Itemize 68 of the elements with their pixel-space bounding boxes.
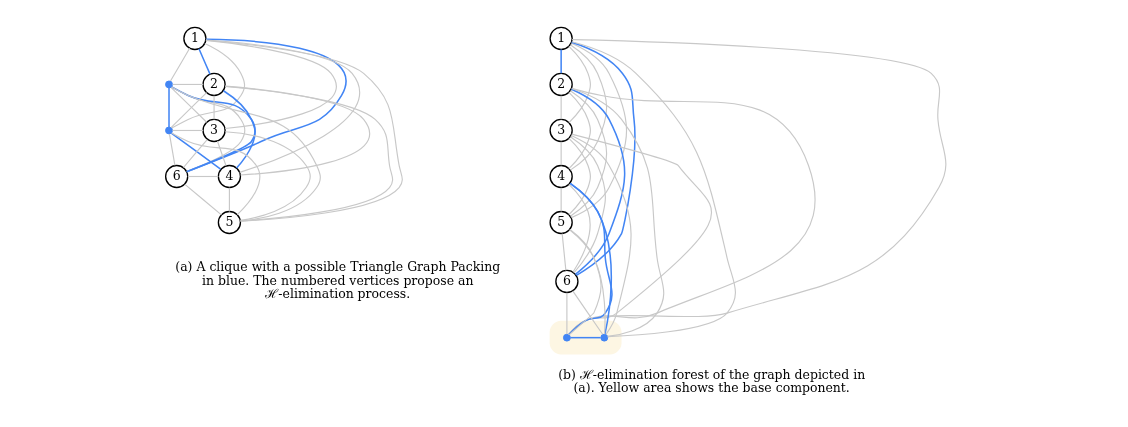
connector — [570, 88, 625, 276]
connector — [569, 90, 607, 217]
connector — [570, 41, 736, 338]
connector — [186, 175, 219, 178]
node-circle: 3 — [201, 118, 226, 143]
connector — [170, 132, 221, 170]
connector — [567, 137, 591, 216]
node-circle: 2 — [201, 72, 226, 97]
connector — [570, 134, 632, 335]
connector — [560, 95, 562, 120]
node-circle: 6 — [554, 269, 579, 294]
connector — [171, 129, 204, 132]
node-circle — [164, 126, 173, 135]
connector — [170, 132, 260, 216]
connector — [224, 131, 311, 221]
connector — [197, 48, 211, 75]
node-circle — [164, 80, 173, 89]
connector — [569, 44, 607, 171]
connector — [567, 39, 946, 336]
connector — [183, 183, 222, 216]
node-circle: 5 — [548, 210, 573, 235]
connector — [570, 87, 664, 337]
connector — [228, 187, 230, 212]
node-circle — [599, 333, 608, 342]
connector — [170, 86, 256, 169]
node-circle: 4 — [217, 164, 241, 189]
connector — [560, 187, 562, 212]
node-circle: 1 — [548, 26, 573, 51]
connector — [571, 290, 603, 335]
connector — [569, 136, 606, 274]
node-circle: 4 — [548, 164, 573, 189]
connector — [170, 42, 245, 129]
connector — [171, 83, 204, 86]
cluster — [549, 320, 622, 355]
node-circle: 3 — [548, 118, 573, 143]
node-circle: 6 — [164, 164, 188, 189]
connector — [182, 138, 208, 169]
connector — [561, 233, 566, 271]
connector — [567, 183, 591, 273]
node-circle: 2 — [548, 72, 573, 97]
label: (a) A clique with a possible Triangle Graph Packing in blue. The numbered vertices propose an ℋ-elimination process. — [174, 259, 500, 302]
connector — [570, 41, 636, 277]
connector — [213, 95, 215, 120]
connector — [204, 39, 360, 173]
connector — [567, 133, 712, 336]
connector — [170, 86, 321, 222]
connector — [204, 39, 403, 222]
connector — [567, 91, 591, 170]
connector — [170, 86, 207, 123]
connector — [216, 140, 227, 167]
connector — [569, 336, 601, 339]
connector — [168, 133, 175, 166]
connector — [169, 47, 190, 82]
connector — [570, 42, 627, 219]
node-circle — [562, 333, 571, 342]
connector — [565, 292, 567, 335]
connector — [559, 48, 562, 75]
connector — [567, 45, 591, 124]
connector — [185, 38, 347, 173]
connector — [567, 87, 815, 336]
node-circle: 5 — [217, 210, 241, 235]
node-circle: 1 — [182, 26, 207, 51]
label: (b) ℋ-elimination forest of the graph depicted in (a). Yellow area shows the base component. — [557, 366, 865, 396]
connector — [169, 92, 207, 129]
connector — [167, 87, 170, 128]
connector — [224, 85, 393, 222]
connector — [185, 90, 256, 173]
connector — [560, 141, 562, 166]
